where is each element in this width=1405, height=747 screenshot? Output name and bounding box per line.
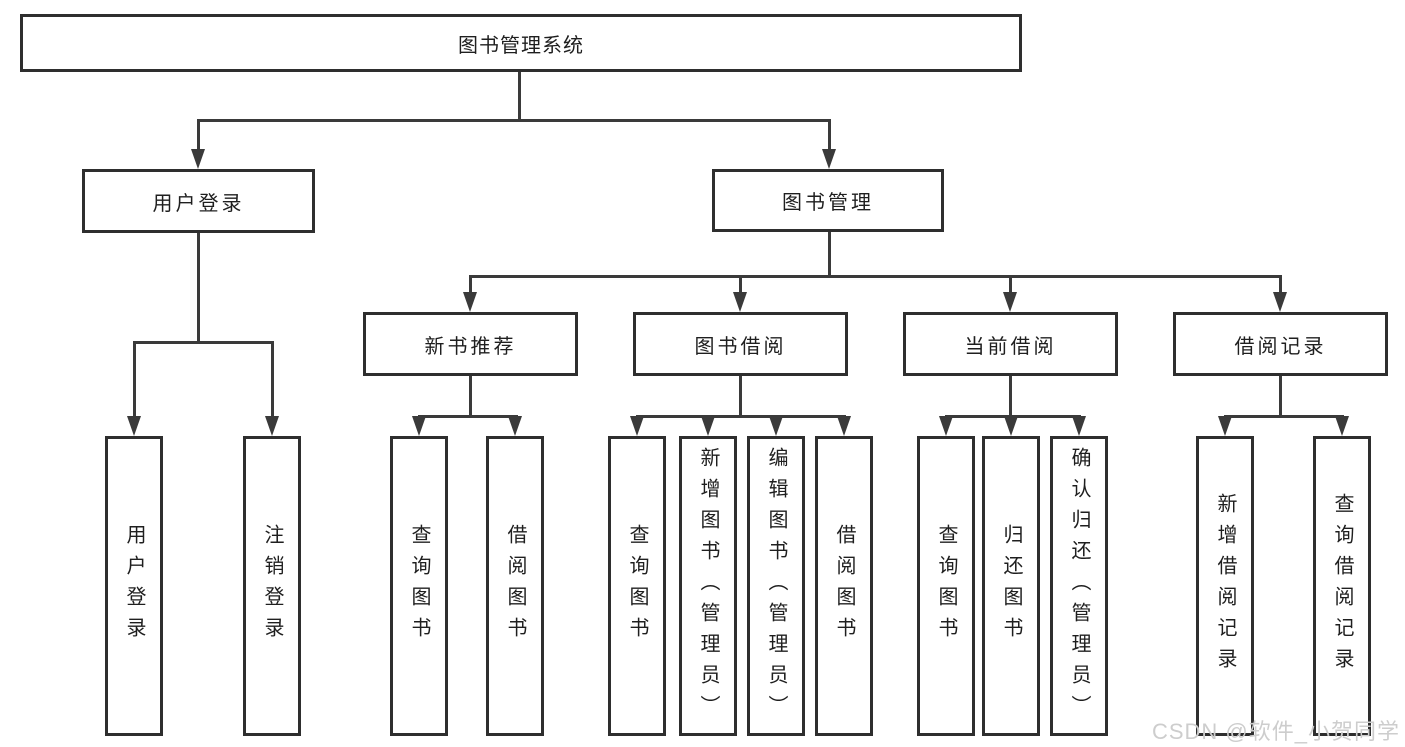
connector-manage-splitter — [469, 275, 1282, 278]
node-book-borrow: 图书借阅 — [633, 312, 848, 376]
arrow-down-icon — [265, 416, 279, 436]
arrow-down-icon — [191, 149, 205, 169]
arrow-down-icon — [837, 416, 851, 436]
connector-drop-login — [197, 119, 200, 149]
leaf-logout: 注销登录 — [243, 436, 301, 736]
leaf-confirm-return-admin: 确认归还（管理员） — [1050, 436, 1108, 736]
watermark: CSDN @软件_小贺同学 — [1151, 719, 1400, 744]
connector-group-splitter — [1224, 415, 1344, 418]
arrow-down-icon — [1335, 416, 1349, 436]
arrow-down-icon — [701, 416, 715, 436]
connector-drop-group — [469, 275, 472, 292]
arrow-down-icon — [412, 416, 426, 436]
node-root: 图书管理系统 — [20, 14, 1022, 72]
connector-login-stem — [197, 233, 200, 341]
node-new-book-recommend: 新书推荐 — [363, 312, 578, 376]
leaf-return-books: 归还图书 — [982, 436, 1040, 736]
leaf-edit-book-admin: 编辑图书（管理员） — [747, 436, 805, 736]
arrow-down-icon — [1004, 416, 1018, 436]
node-user-login: 用户登录 — [82, 169, 315, 233]
arrow-down-icon — [769, 416, 783, 436]
connector-drop-group — [1009, 275, 1012, 292]
connector-drop-group — [739, 275, 742, 292]
connector-group-stem — [1279, 376, 1282, 415]
connector-group-splitter — [636, 415, 846, 418]
leaf-query-books-current: 查询图书 — [917, 436, 975, 736]
connector-root-splitter — [197, 119, 830, 122]
leaf-query-books-recommend: 查询图书 — [390, 436, 448, 736]
node-book-management: 图书管理 — [712, 169, 944, 232]
connector-drop-manage — [828, 119, 831, 149]
leaf-query-borrow-record: 查询借阅记录 — [1313, 436, 1371, 736]
arrow-down-icon — [127, 416, 141, 436]
connector-group-stem — [469, 376, 472, 415]
leaf-user-login: 用户登录 — [105, 436, 163, 736]
leaf-query-books-borrow: 查询图书 — [608, 436, 666, 736]
arrow-down-icon — [1003, 292, 1017, 312]
connector-group-splitter — [418, 415, 518, 418]
connector-drop-leaf — [271, 341, 274, 416]
arrow-down-icon — [822, 149, 836, 169]
connector-trunk — [518, 72, 521, 120]
connector-manage-stem — [828, 232, 831, 275]
arrow-down-icon — [463, 292, 477, 312]
connector-drop-group — [1279, 275, 1282, 292]
arrow-down-icon — [939, 416, 953, 436]
connector-login-splitter — [133, 341, 274, 344]
arrow-down-icon — [630, 416, 644, 436]
leaf-add-borrow-record: 新增借阅记录 — [1196, 436, 1254, 736]
leaf-borrow-books: 借阅图书 — [815, 436, 873, 736]
connector-group-stem — [739, 376, 742, 415]
connector-group-stem — [1009, 376, 1012, 415]
arrow-down-icon — [1072, 416, 1086, 436]
leaf-borrow-books-recommend: 借阅图书 — [486, 436, 544, 736]
leaf-add-book-admin: 新增图书（管理员） — [679, 436, 737, 736]
connector-drop-leaf — [133, 341, 136, 416]
arrow-down-icon — [1273, 292, 1287, 312]
arrow-down-icon — [508, 416, 522, 436]
node-borrow-records: 借阅记录 — [1173, 312, 1388, 376]
node-current-borrow: 当前借阅 — [903, 312, 1118, 376]
arrow-down-icon — [733, 292, 747, 312]
arrow-down-icon — [1218, 416, 1232, 436]
